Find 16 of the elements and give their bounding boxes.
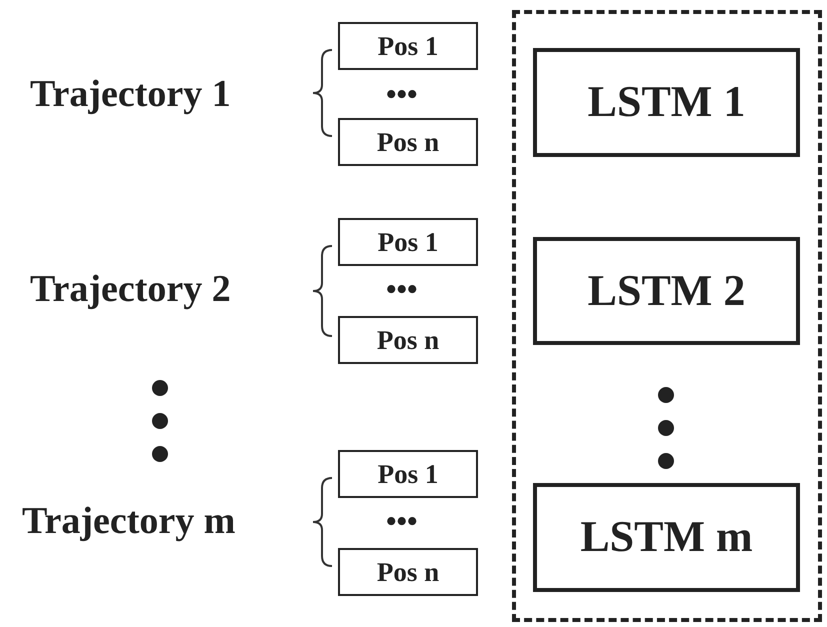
trajectory-label: Trajectory m (22, 499, 236, 544)
lstm-box: LSTM 2 (533, 237, 800, 345)
position-box: Pos n (338, 316, 478, 364)
lstm-box: LSTM m (533, 483, 800, 592)
ellipsis: ••• (386, 272, 418, 308)
position-box: Pos 1 (338, 218, 478, 266)
position-box: Pos n (338, 548, 478, 596)
position-box: Pos 1 (338, 450, 478, 498)
trajectory-label: Trajectory 1 (30, 72, 231, 118)
trajectory-label: Trajectory 2 (30, 267, 231, 312)
dashed-frame (512, 10, 822, 622)
position-box: Pos 1 (338, 22, 478, 70)
ellipsis: ••• (386, 504, 418, 540)
ellipsis: ••• (386, 77, 418, 113)
position-box: Pos n (338, 118, 478, 166)
lstm-box: LSTM 1 (533, 48, 800, 157)
